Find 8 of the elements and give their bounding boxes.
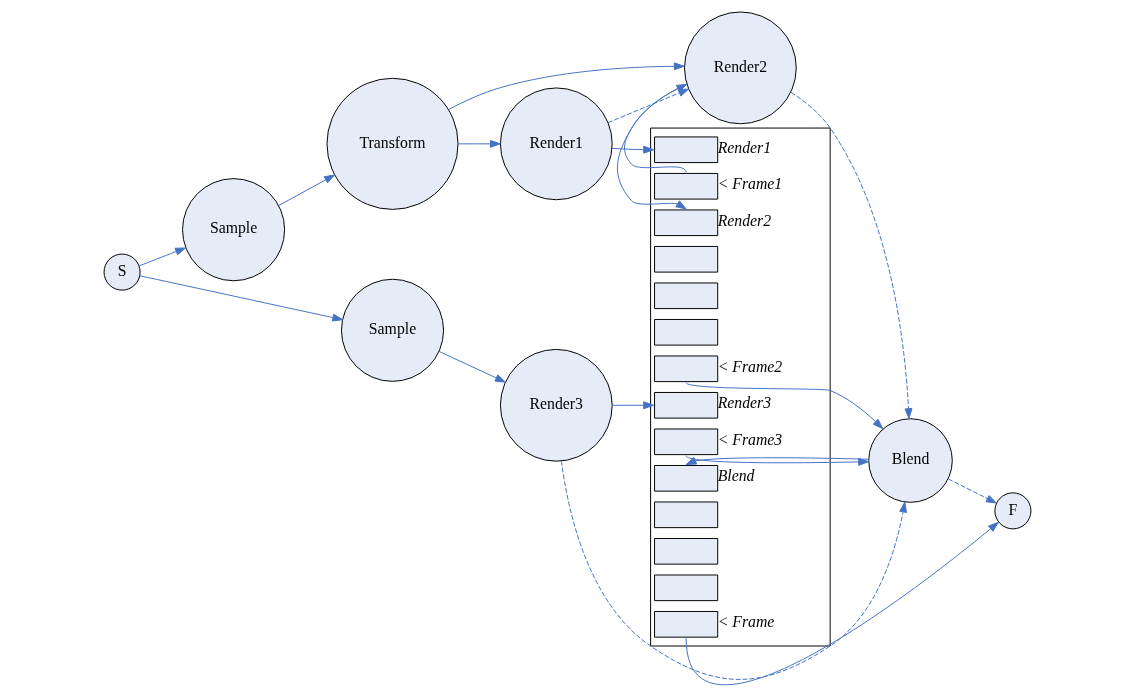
node-label: < Frame1 <box>717 175 782 193</box>
node-label: Render2 <box>717 211 771 229</box>
node-label: < Frame2 <box>717 357 782 375</box>
node-label: Render3 <box>717 394 771 412</box>
node-label: < Frame3 <box>717 430 782 448</box>
node-label: < Frame <box>717 613 774 631</box>
node-label: Blend <box>717 467 754 485</box>
node-label: Render1 <box>717 138 771 156</box>
